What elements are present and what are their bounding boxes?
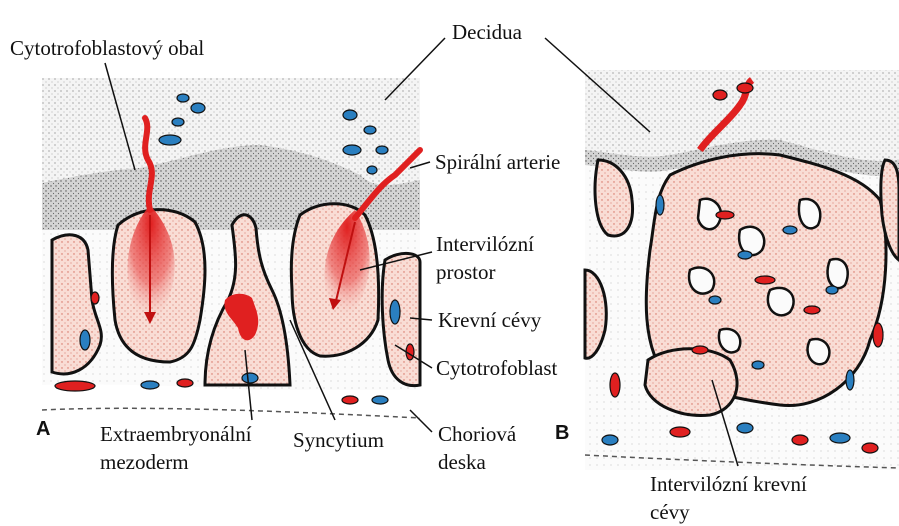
label-cytotrophoblast-shell: Cytotrofoblastový obal bbox=[10, 36, 204, 60]
label-intervillous-vessels-1: Intervilózní krevní bbox=[650, 472, 807, 496]
label-intervillous-space-2: prostor bbox=[436, 260, 496, 284]
label-intervillous-space-1: Intervilózní bbox=[436, 232, 534, 256]
label-decidua: Decidua bbox=[452, 20, 522, 44]
label-spiral-artery: Spirální arterie bbox=[435, 150, 560, 174]
panel-b-drawing bbox=[585, 70, 899, 470]
label-chorionic-plate-2: deska bbox=[438, 450, 486, 474]
label-cytotrophoblast: Cytotrofoblast bbox=[436, 356, 557, 380]
label-syncytium: Syncytium bbox=[293, 428, 384, 452]
panel-letter-a: A bbox=[36, 418, 50, 441]
label-blood-vessels: Krevní cévy bbox=[438, 308, 541, 332]
label-extraembryonic-1: Extraembryonální bbox=[100, 422, 252, 446]
label-extraembryonic-2: mezoderm bbox=[100, 450, 189, 474]
label-intervillous-vessels-2: cévy bbox=[650, 500, 690, 524]
label-chorionic-plate-1: Choriová bbox=[438, 422, 516, 446]
panel-a-drawing bbox=[42, 78, 420, 420]
panel-letter-b: B bbox=[555, 422, 569, 445]
